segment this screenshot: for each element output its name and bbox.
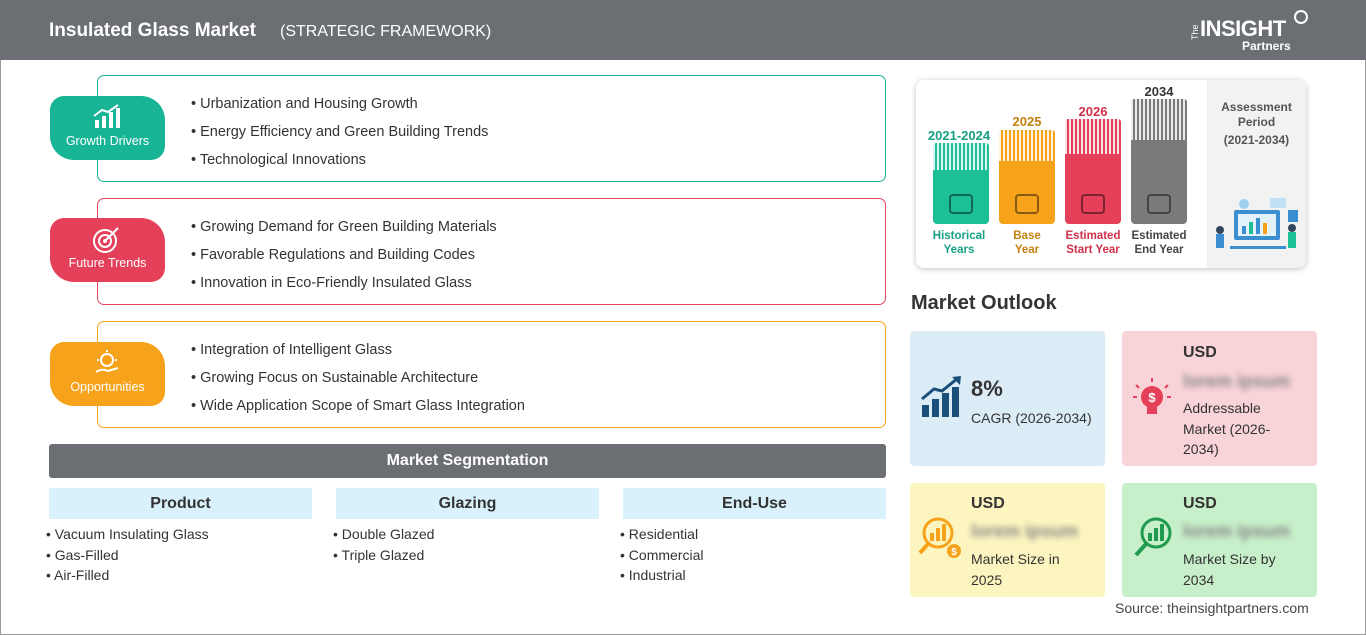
- calendar-icon: [1081, 194, 1105, 214]
- assessment-period-text: Assessment Period (2021-2034): [1221, 100, 1292, 147]
- growth-drivers-box: • Urbanization and Housing Growth • Ener…: [97, 75, 886, 182]
- cagr-card: 8% CAGR (2026-2034): [910, 331, 1105, 466]
- year-start: 2026: [1078, 104, 1108, 119]
- bar-end: [1131, 99, 1187, 224]
- segment-heading-product: Product: [49, 488, 312, 519]
- cagr-label: CAGR (2026-2034): [971, 410, 1092, 426]
- year-base: 2025: [1012, 114, 1042, 129]
- growth-driver-item: • Energy Efficiency and Green Building T…: [191, 124, 489, 140]
- end-use-list: • Residential • Commercial • Industrial: [620, 524, 703, 586]
- size-2025-usd: USD: [971, 495, 1005, 512]
- size-2034-value: lorem ipsum: [1183, 521, 1291, 541]
- list-item: • Air-Filled: [46, 567, 110, 583]
- target-icon: [93, 227, 119, 253]
- calendar-icon: [949, 194, 973, 214]
- growth-drivers-tag: Growth Drivers: [50, 96, 165, 160]
- analytics-people-icon: [1216, 198, 1298, 249]
- bar-base: [999, 130, 1055, 224]
- lightbulb-dollar-icon: $: [1133, 378, 1171, 414]
- list-item: • Vacuum Insulating Glass: [46, 526, 209, 542]
- growth-driver-item: • Technological Innovations: [191, 152, 366, 168]
- market-outlook-title: Market Outlook: [911, 292, 1057, 314]
- size-2034-usd: USD: [1183, 495, 1217, 512]
- market-segmentation-bar: Market Segmentation: [49, 444, 886, 478]
- segment-heading-glazing: Glazing: [336, 488, 599, 519]
- future-trends-tag: Future Trends: [50, 218, 165, 282]
- calendar-icon: [1015, 194, 1039, 214]
- svg-text:$: $: [951, 547, 957, 558]
- page-title: Insulated Glass Market: [49, 20, 256, 41]
- list-item: • Gas-Filled: [46, 546, 119, 563]
- addressable-usd: USD: [1183, 344, 1217, 361]
- page-subtitle: (STRATEGIC FRAMEWORK): [280, 23, 492, 40]
- cagr-value: 8%: [971, 376, 1003, 401]
- opportunities-tag: Opportunities: [50, 342, 165, 406]
- addressable-value: lorem ipsum: [1183, 371, 1291, 391]
- size-2025-value: lorem ipsum: [971, 521, 1079, 541]
- svg-text:$: $: [1148, 390, 1156, 405]
- lightbulb-hand-icon: [95, 350, 119, 373]
- logo-ring-icon: [1294, 10, 1308, 24]
- segment-heading-end-use: End-Use: [623, 488, 886, 519]
- insight-partners-logo[interactable]: The INSIGHT Partners: [1190, 10, 1310, 54]
- future-trend-item: • Innovation in Eco-Friendly Insulated G…: [191, 275, 472, 291]
- opportunities-box: • Integration of Intelligent Glass • Gro…: [97, 321, 886, 428]
- list-item: • Residential: [620, 526, 699, 542]
- list-item: • Commercial: [620, 546, 704, 563]
- header-bar: Insulated Glass Market (STRATEGIC FRAMEW…: [0, 0, 1366, 60]
- list-item: • Industrial: [620, 567, 686, 583]
- list-item: • Double Glazed: [333, 526, 435, 542]
- year-end: 2034: [1144, 84, 1174, 99]
- growth-chart-icon: [93, 104, 120, 128]
- opportunity-item: • Integration of Intelligent Glass: [191, 342, 392, 358]
- glazing-list: • Double Glazed • Triple Glazed: [333, 524, 434, 565]
- future-trend-item: • Favorable Regulations and Building Cod…: [191, 247, 475, 263]
- source-text: Source: theinsightpartners.com: [1115, 600, 1309, 616]
- magnifier-chart-icon: $: [918, 517, 961, 558]
- future-trends-box: • Growing Demand for Green Building Mate…: [97, 198, 886, 305]
- year-historical: 2021-2024: [927, 128, 991, 143]
- opportunity-item: • Growing Focus on Sustainable Architect…: [191, 370, 479, 386]
- product-list: • Vacuum Insulating Glass • Gas-Filled •…: [46, 524, 209, 586]
- future-trend-item: • Growing Demand for Green Building Mate…: [191, 219, 497, 235]
- calendar-icon: [1147, 194, 1171, 214]
- bar-historical: [933, 143, 989, 224]
- opportunity-item: • Wide Application Scope of Smart Glass …: [191, 398, 525, 414]
- growth-driver-item: • Urbanization and Housing Growth: [191, 96, 418, 112]
- magnifier-chart-icon: [1134, 517, 1172, 557]
- list-item: • Triple Glazed: [333, 546, 425, 563]
- bar-start: [1065, 119, 1121, 224]
- bar-growth-icon: [921, 376, 961, 417]
